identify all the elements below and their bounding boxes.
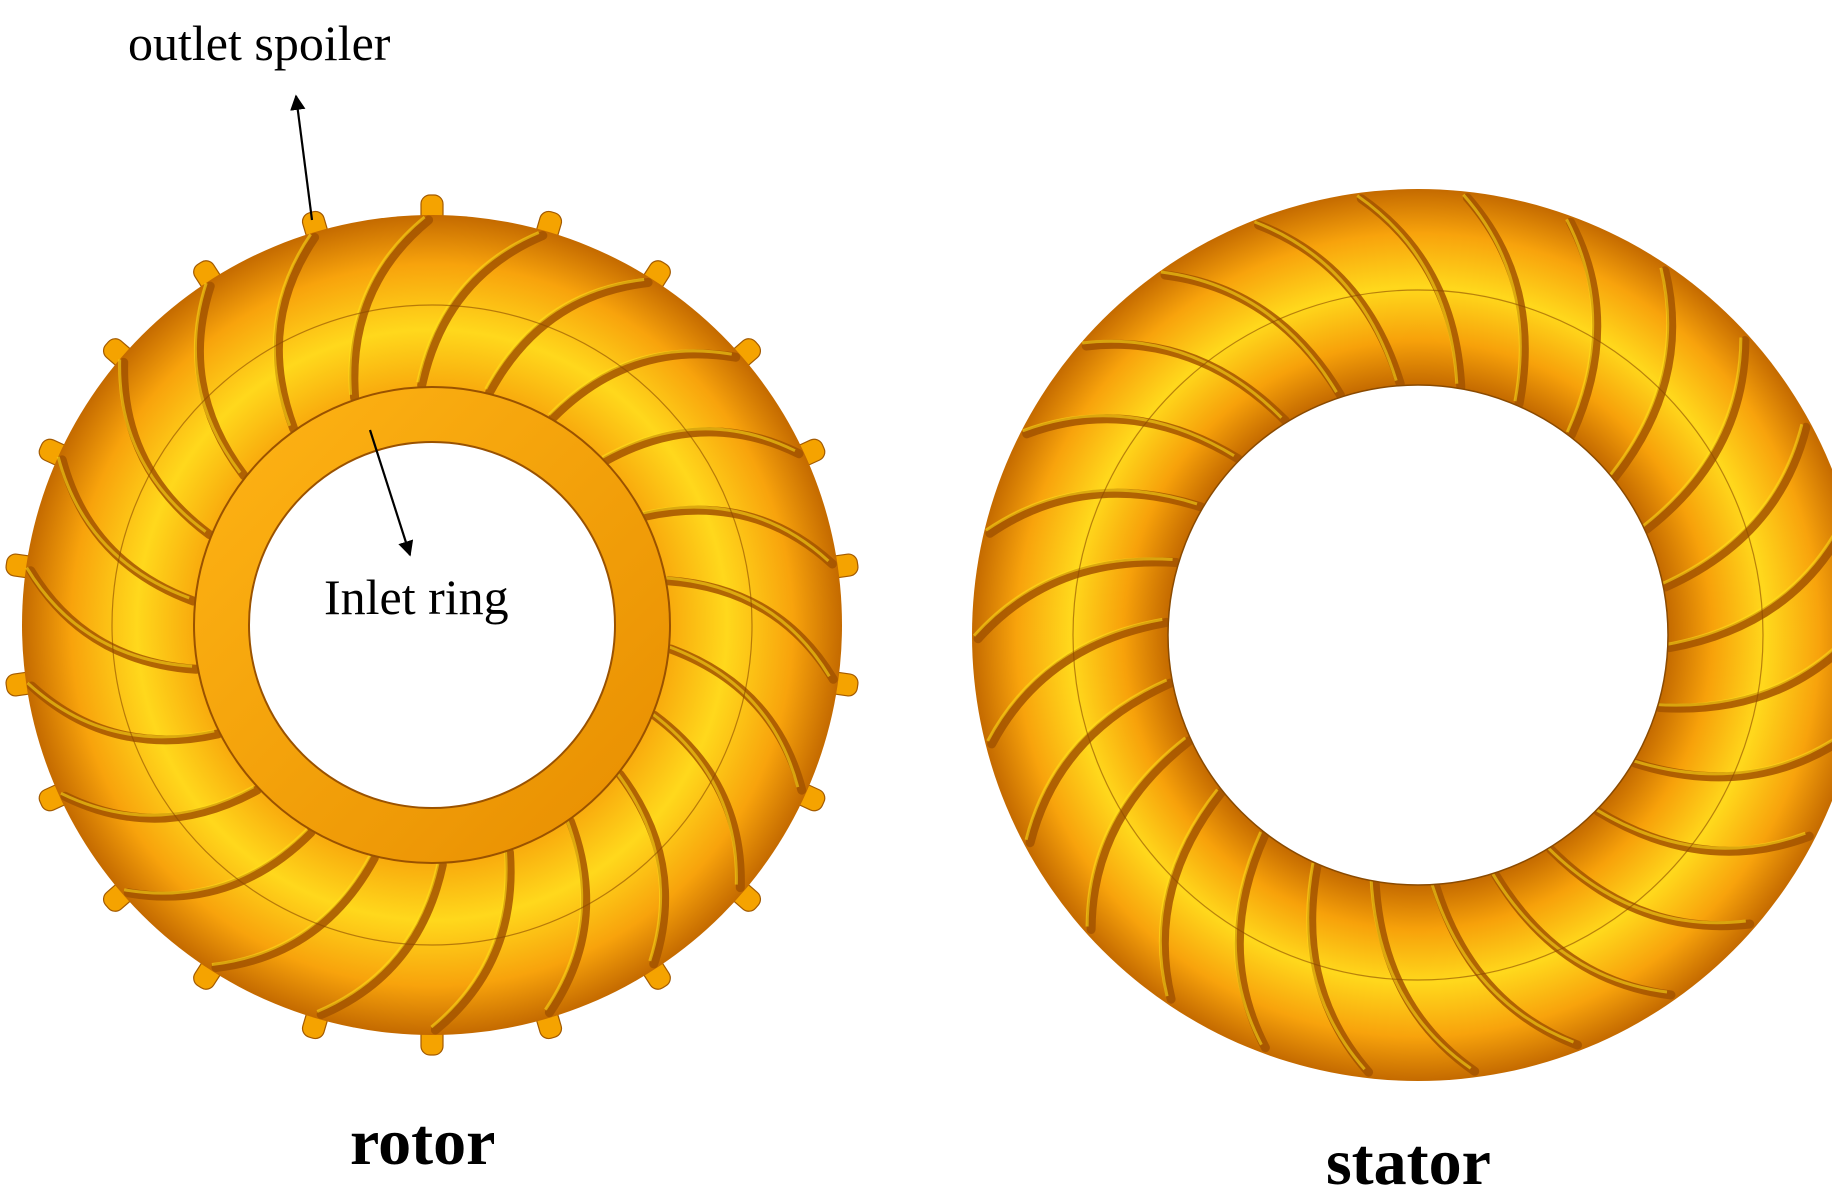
blade-highlight xyxy=(1430,882,1575,1044)
blade-highlight xyxy=(1306,862,1366,1071)
blade-highlight xyxy=(1641,337,1743,528)
stator-blades xyxy=(972,193,1832,1077)
blade-highlight xyxy=(1158,788,1219,997)
blade-highlight xyxy=(60,785,255,817)
blade-highlight xyxy=(1253,220,1398,382)
blade xyxy=(316,860,447,1019)
rotor-wheel xyxy=(5,194,859,1056)
outlet-spoiler-arrow xyxy=(290,94,314,221)
blade-highlight xyxy=(1660,423,1804,586)
blade-highlight xyxy=(348,215,426,395)
rotor-caption: rotor xyxy=(350,1106,496,1179)
blade-highlight xyxy=(544,817,584,1011)
blade xyxy=(273,232,320,434)
blade xyxy=(973,557,1182,644)
blade xyxy=(1665,538,1832,653)
blade xyxy=(985,488,1206,538)
blade-highlight xyxy=(1593,807,1806,850)
blade-highlight xyxy=(1545,845,1746,925)
blade xyxy=(1025,678,1176,848)
blade-highlight xyxy=(1082,339,1283,419)
blade xyxy=(1642,336,1750,534)
blade xyxy=(1086,736,1194,934)
blade xyxy=(544,816,591,1018)
blade xyxy=(211,853,379,972)
blade-highlight xyxy=(1462,193,1522,402)
blade-highlight xyxy=(25,566,193,668)
blade-highlight xyxy=(1609,267,1670,476)
blade-highlight xyxy=(1655,647,1832,707)
blade-highlight xyxy=(986,617,1163,742)
blade-highlight xyxy=(649,711,738,885)
blade-highlight xyxy=(666,644,800,788)
blade-highlight xyxy=(1085,736,1187,927)
blade-highlight xyxy=(1022,414,1235,457)
blade xyxy=(1234,830,1270,1053)
rotor-mid-line xyxy=(111,304,753,946)
blade-highlight xyxy=(1490,871,1668,994)
blade-highlight xyxy=(1356,194,1459,384)
blade-highlight xyxy=(1665,534,1832,647)
blade-highlight xyxy=(430,849,508,1029)
blade-highlight xyxy=(1233,831,1263,1046)
blade-highlight xyxy=(484,278,645,390)
blade xyxy=(1610,266,1677,482)
blade-highlight xyxy=(316,861,440,1013)
blade-highlight xyxy=(1024,678,1168,841)
outlet-spoiler-label: outlet spoiler xyxy=(128,15,391,71)
blade xyxy=(1630,740,1832,782)
blade-highlight xyxy=(985,488,1198,532)
blade-highlight xyxy=(547,349,733,416)
blade-highlight xyxy=(193,282,242,474)
blade-highlight xyxy=(123,828,309,895)
blade xyxy=(417,231,548,390)
blade xyxy=(1462,193,1529,409)
inlet-ring-label: Inlet ring xyxy=(324,569,509,625)
blade-highlight xyxy=(118,359,207,533)
blade-highlight xyxy=(972,557,1173,637)
inlet-ring-inner-edge xyxy=(248,441,616,809)
blade xyxy=(430,847,515,1035)
blade xyxy=(485,278,653,397)
blade-highlight xyxy=(416,231,540,383)
blade xyxy=(1566,217,1602,440)
blade xyxy=(615,769,670,969)
blade-highlight xyxy=(614,770,663,962)
blade-highlight xyxy=(1630,738,1832,776)
stator-center-hole xyxy=(1167,384,1669,886)
blade-highlight xyxy=(272,233,312,427)
blade-highlight xyxy=(1565,218,1595,433)
blade-highlight xyxy=(641,505,830,563)
blade xyxy=(1159,788,1226,1004)
blade-highlight xyxy=(601,427,796,459)
blade-highlight xyxy=(211,854,372,966)
blade-highlight xyxy=(26,681,215,739)
blade xyxy=(987,617,1171,749)
blade-highlight xyxy=(1369,880,1472,1070)
blade xyxy=(194,281,249,481)
stator-mid-line xyxy=(1072,289,1764,981)
blade xyxy=(1654,650,1832,713)
blade-highlight xyxy=(1160,270,1338,393)
blade-highlight xyxy=(663,576,831,678)
rotor-blades xyxy=(25,215,838,1035)
blade xyxy=(1307,861,1374,1077)
blade-highlight xyxy=(56,456,190,600)
blade xyxy=(349,215,434,403)
blade xyxy=(548,349,741,423)
stator-caption: stator xyxy=(1326,1126,1491,1199)
inlet-ring-arrow xyxy=(368,429,414,557)
blade xyxy=(123,827,316,901)
stator-wheel xyxy=(972,189,1832,1081)
blade xyxy=(1660,422,1811,592)
